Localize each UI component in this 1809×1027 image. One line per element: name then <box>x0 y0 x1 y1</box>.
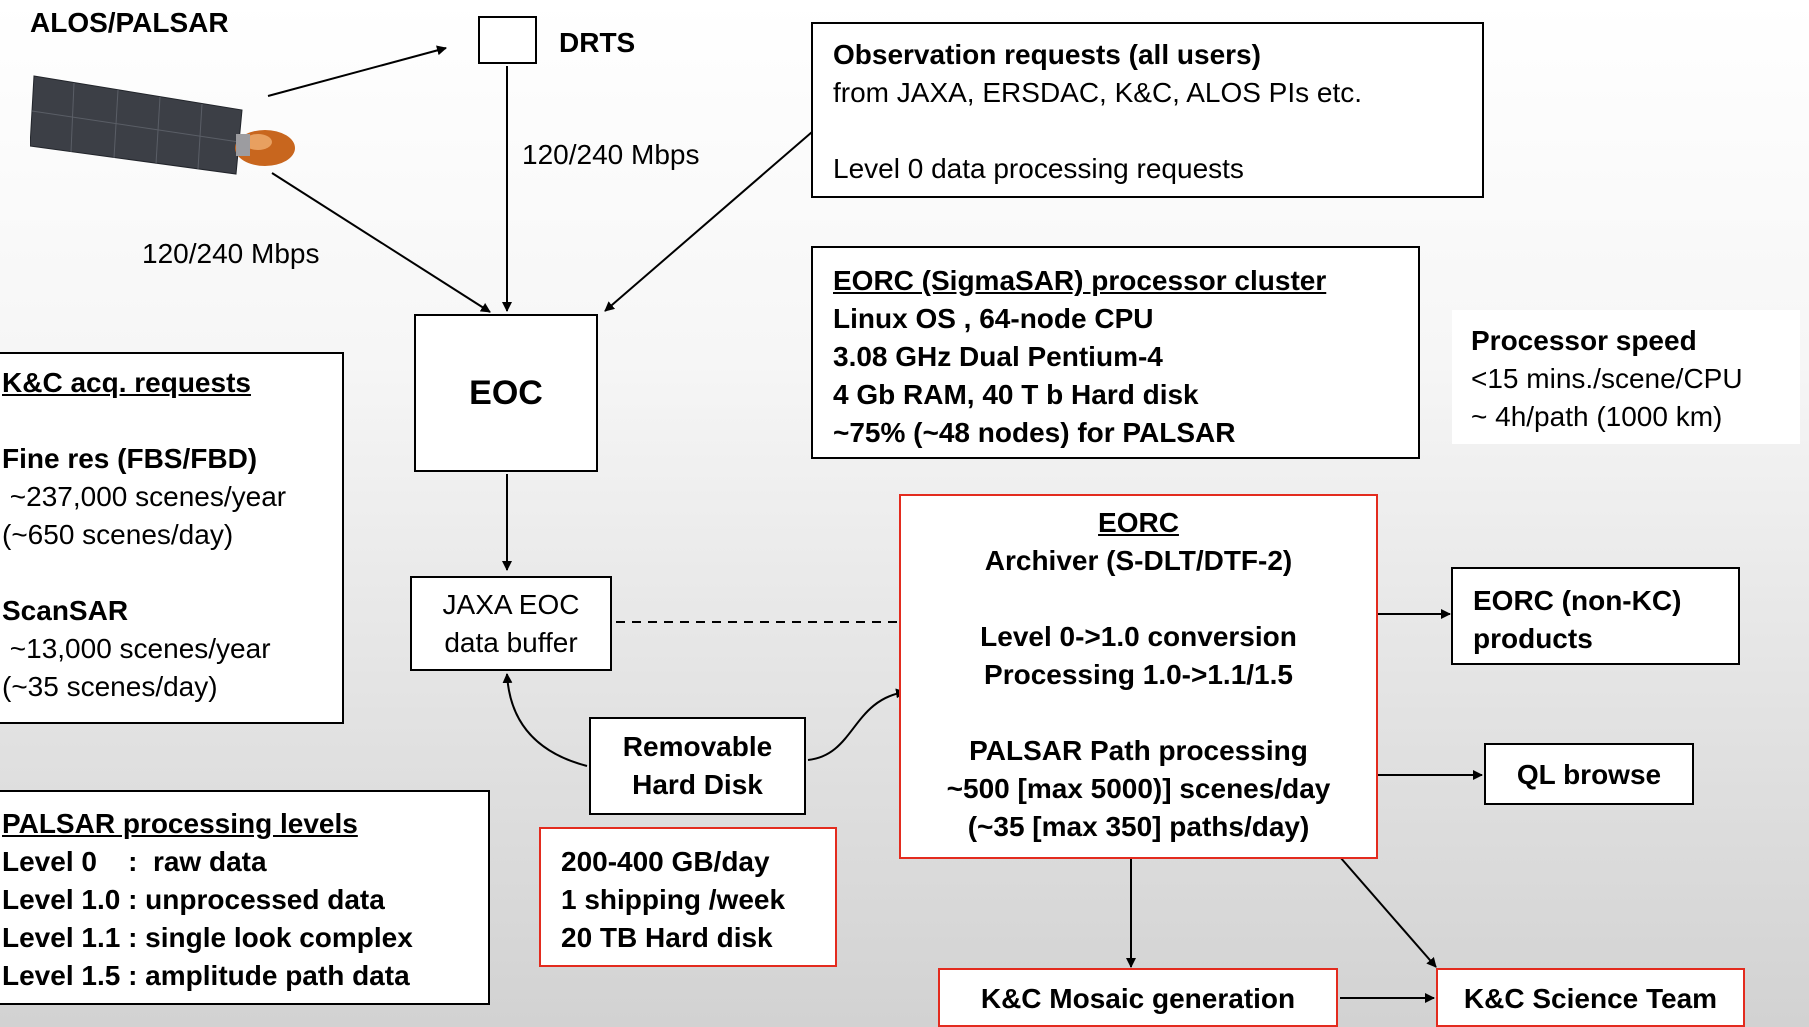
observation-requests-sources: from JAXA, ERSDAC, K&C, ALOS PIs etc. <box>833 77 1363 108</box>
nonkc-line: EORC (non-KC) <box>1473 585 1682 616</box>
eorc-nonkc-products-box: EORC (non-KC) products <box>1451 567 1740 665</box>
drts-label: DRTS <box>559 27 636 58</box>
processing-level-line: Level 1.0 : unprocessed data <box>2 884 385 915</box>
scansar-title: ScanSAR <box>2 595 129 626</box>
kc-requests-title: K&C acq. requests <box>2 367 251 398</box>
scansar-line: ~13,000 scenes/year <box>2 633 271 664</box>
shipping-line: 20 TB Hard disk <box>561 922 773 953</box>
arrow-sat-to-eoc <box>271 172 491 313</box>
fine-res-title: Fine res (FBS/FBD) <box>2 443 258 474</box>
removable-hard-disk-box: Removable Hard Disk <box>589 717 806 815</box>
processor-speed-line: ~ 4h/path (1000 km) <box>1471 401 1723 432</box>
shipping-info-box: 200-400 GB/day 1 shipping /week 20 TB Ha… <box>539 827 837 967</box>
arrow-sat-to-drts <box>267 45 447 97</box>
processing-level-line: Level 0 : raw data <box>2 846 267 877</box>
cluster-spec-line: ~75% (~48 nodes) for PALSAR <box>833 417 1236 448</box>
processing-level-line: Level 1.1 : single look complex <box>2 922 413 953</box>
processor-speed-line: <15 mins./scene/CPU <box>1471 363 1743 394</box>
archiver-spacer <box>901 694 1376 732</box>
satellite-label: ALOS/PALSAR <box>30 7 229 38</box>
fine-res-line: (~650 scenes/day) <box>2 519 234 550</box>
archiver-line: (~35 [max 350] paths/day) <box>967 811 1310 842</box>
kc-mosaic-generation-box: K&C Mosaic generation <box>938 968 1338 1027</box>
archiver-spacer <box>901 580 1376 618</box>
cluster-spec-line: 3.08 GHz Dual Pentium-4 <box>833 341 1163 372</box>
processing-level-line: Level 1.5 : amplitude path data <box>2 960 410 991</box>
shipping-line: 1 shipping /week <box>561 884 786 915</box>
processor-cluster-title: EORC (SigmaSAR) processor cluster <box>833 265 1327 296</box>
buffer-line: JAXA EOC <box>442 589 580 620</box>
buffer-line: data buffer <box>444 627 578 658</box>
observation-requests-title: Observation requests (all users) <box>833 39 1261 70</box>
processor-speed-box: Processor speed <15 mins./scene/CPU ~ 4h… <box>1452 310 1800 444</box>
science-team-label: K&C Science Team <box>1463 983 1718 1014</box>
archiver-line: ~500 [max 5000)] scenes/day <box>946 773 1331 804</box>
satellite-icon <box>30 75 295 175</box>
ql-browse-box: QL browse <box>1484 743 1694 805</box>
disk-line: Removable <box>622 731 773 762</box>
observation-requests-box: Observation requests (all users) from JA… <box>811 22 1484 198</box>
processing-levels-title: PALSAR processing levels <box>2 808 358 839</box>
fine-res-line: ~237,000 scenes/year <box>2 481 287 512</box>
arrow-disk-to-buffer <box>502 673 588 767</box>
processing-levels-box: PALSAR processing levels Level 0 : raw d… <box>0 790 490 1005</box>
scansar-line: (~35 scenes/day) <box>2 671 218 702</box>
drts-satellite-box <box>478 16 537 64</box>
direct-link-rate: 120/240 Mbps <box>142 238 320 269</box>
drts-link-rate: 120/240 Mbps <box>522 139 700 170</box>
disk-line: Hard Disk <box>632 769 763 800</box>
kc-acquisition-requests-box: K&C acq. requests Fine res (FBS/FBD) ~23… <box>0 352 344 724</box>
nonkc-line: products <box>1473 623 1593 654</box>
jaxa-data-buffer-box: JAXA EOC data buffer <box>410 576 612 671</box>
shipping-line: 200-400 GB/day <box>561 846 770 877</box>
cluster-spec-line: Linux OS , 64-node CPU <box>833 303 1154 334</box>
arrow-disk-to-archiver <box>807 688 906 761</box>
processor-cluster-box: EORC (SigmaSAR) processor cluster Linux … <box>811 246 1420 459</box>
archiver-line: PALSAR Path processing <box>969 735 1308 766</box>
archiver-line: Archiver (S-DLT/DTF-2) <box>984 545 1293 576</box>
archiver-line: Level 0->1.0 conversion <box>980 621 1297 652</box>
mosaic-label: K&C Mosaic generation <box>980 983 1296 1014</box>
arrow-requests-to-eoc <box>604 131 813 312</box>
cluster-spec-line: 4 Gb RAM, 40 T b Hard disk <box>833 379 1199 410</box>
eorc-archiver-box: EORC Archiver (S-DLT/DTF-2) Level 0->1.0… <box>899 494 1378 859</box>
arrow-archiver-to-science <box>1339 856 1437 968</box>
eoc-label: EOC <box>469 374 543 412</box>
kc-science-team-box: K&C Science Team <box>1436 968 1745 1027</box>
processor-speed-title: Processor speed <box>1471 325 1697 356</box>
level0-processing-requests: Level 0 data processing requests <box>833 153 1244 184</box>
archiver-line: Processing 1.0->1.1/1.5 <box>984 659 1293 690</box>
eoc-box: EOC <box>414 314 598 472</box>
archiver-title: EORC <box>1098 507 1179 538</box>
ql-browse-label: QL browse <box>1516 759 1662 790</box>
